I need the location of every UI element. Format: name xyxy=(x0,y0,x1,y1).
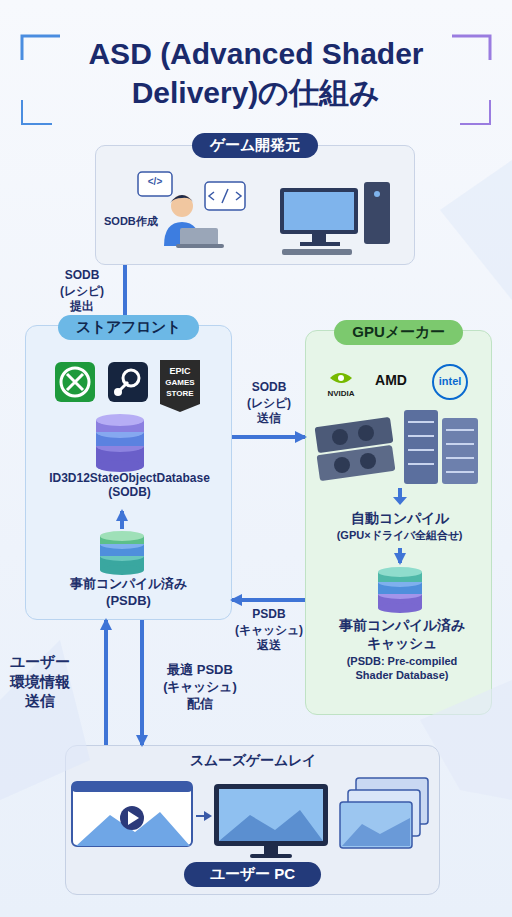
art-shape xyxy=(219,810,323,841)
art-shape xyxy=(442,418,478,484)
art-shape xyxy=(72,782,192,792)
edge-label: 最適 PSDB (キャッシュ) 配信 xyxy=(152,662,248,713)
logo-label: AMD xyxy=(368,372,414,388)
art-shape xyxy=(374,191,380,197)
flow-arrow xyxy=(104,620,108,745)
art-shape xyxy=(96,460,144,472)
art-shape xyxy=(280,188,358,234)
art-shape xyxy=(214,784,328,846)
art-shape xyxy=(364,182,390,244)
flow-arrow xyxy=(232,435,305,439)
art-shape xyxy=(67,374,83,390)
inner-node: 自動コンパイル(GPU×ドライバ全組合せ) xyxy=(311,504,488,548)
edge-label: SODB (レシピ) 送信 xyxy=(236,380,302,427)
art-shape xyxy=(332,429,348,445)
art-shape xyxy=(171,195,193,217)
art-shape xyxy=(138,172,172,196)
logo-label: GAMES xyxy=(160,378,200,387)
node-text: ユーザー PC xyxy=(184,862,321,887)
art-shape xyxy=(100,565,144,575)
node-heading: 自動コンパイル xyxy=(351,510,449,528)
art-shape xyxy=(55,362,95,402)
art-shape xyxy=(205,182,245,210)
logo-label: </> xyxy=(141,176,169,187)
art-shape xyxy=(378,567,422,613)
art-shape xyxy=(118,382,128,392)
art-shape xyxy=(204,811,212,821)
art-shape xyxy=(100,531,144,541)
logo-label: EPIC xyxy=(160,366,200,376)
art-shape xyxy=(96,414,144,472)
node-heading: ゲーム開発元 xyxy=(192,133,318,158)
art-shape xyxy=(315,410,478,484)
art-shape xyxy=(219,789,323,841)
node-heading: GPUメーカー xyxy=(334,320,463,345)
art-shape xyxy=(420,680,512,800)
flow-arrow xyxy=(120,511,124,529)
art-shape xyxy=(180,228,218,246)
logo-label: intel xyxy=(434,375,466,387)
art-shape xyxy=(460,100,490,124)
art-shape xyxy=(209,189,241,203)
node-heading: ID3D12StateObjectDatabase xyxy=(49,471,210,485)
node-text: (SODB) xyxy=(108,485,151,499)
flow-arrow xyxy=(140,620,144,745)
flow-arrow xyxy=(123,265,127,325)
art-shape xyxy=(250,854,292,858)
art-shape xyxy=(358,425,374,441)
node-text: (GPU×ドライバ全組合せ) xyxy=(337,528,463,543)
flow-arrow xyxy=(232,598,305,602)
art-shape xyxy=(408,422,474,472)
edge-label: SODB (レシピ) 提出 xyxy=(48,268,116,315)
art-shape xyxy=(284,192,354,230)
art-shape xyxy=(61,368,89,396)
node-heading: 事前コンパイル済み キャッシュ xyxy=(335,617,470,652)
art-shape xyxy=(378,567,422,577)
art-shape xyxy=(393,497,407,505)
logo-label: STORE xyxy=(160,389,200,398)
logo-label: NVIDIA xyxy=(318,389,364,398)
art-shape xyxy=(170,195,194,203)
art-shape xyxy=(128,811,139,825)
art-shape xyxy=(100,531,144,575)
art-shape xyxy=(22,36,60,60)
art-shape xyxy=(317,445,396,481)
art-shape xyxy=(312,234,326,242)
art-shape xyxy=(338,375,344,381)
art-shape xyxy=(282,249,352,255)
art-shape xyxy=(160,360,200,412)
art-shape xyxy=(452,36,490,60)
art-shape xyxy=(360,453,376,469)
diagram-title: ASD (Advanced Shader Delivery)の仕組み xyxy=(40,34,472,112)
art-shape xyxy=(264,846,278,854)
flow-arrow xyxy=(398,548,402,563)
art-shape xyxy=(120,806,144,830)
node-heading: 事前コンパイル済み xyxy=(70,575,187,593)
edge-label: PSDB (キャッシュ) 返送 xyxy=(232,607,306,654)
node-text: SODB作成 xyxy=(104,214,158,229)
art-shape xyxy=(108,362,148,402)
art-shape xyxy=(22,100,52,124)
node-text: (PSDB: Pre-compiled Shader Database) xyxy=(327,655,477,683)
art-shape xyxy=(433,365,467,399)
art-shape xyxy=(300,242,340,246)
art-shape xyxy=(176,244,224,248)
art-shape xyxy=(72,782,192,846)
art-shape xyxy=(340,802,412,848)
edge-label: ユーザー環境情報送信 xyxy=(8,652,72,711)
art-shape xyxy=(96,414,144,426)
art-shape xyxy=(334,457,350,473)
art-shape xyxy=(378,603,422,613)
art-shape xyxy=(330,373,352,383)
art-shape xyxy=(0,640,90,800)
node-text: (PSDB) xyxy=(106,593,151,608)
node-heading: ストアフロント xyxy=(58,315,199,340)
node-heading: スムーズゲームレイ xyxy=(190,752,316,770)
art-shape xyxy=(398,488,402,498)
art-shape xyxy=(342,818,410,846)
art-shape xyxy=(440,160,512,300)
